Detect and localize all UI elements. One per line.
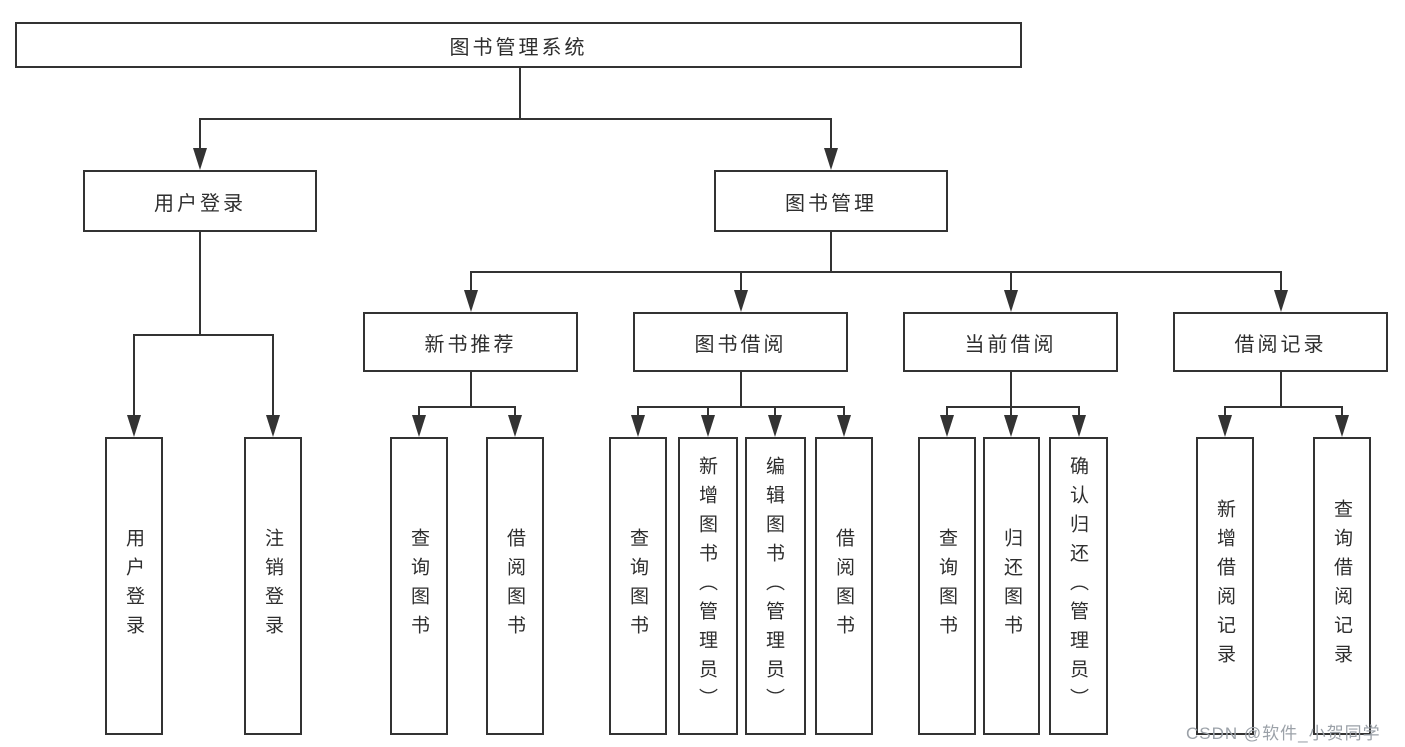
arrow-down-icon: [464, 290, 478, 312]
connector-line: [1224, 406, 1226, 417]
leaf-borrow-books: 借阅图书: [815, 437, 873, 735]
arrow-down-icon: [1004, 290, 1018, 312]
connector-line: [514, 406, 516, 417]
connector-line: [133, 334, 135, 417]
connector-line: [740, 372, 742, 406]
arrow-down-icon: [1218, 415, 1232, 437]
connector-line: [1341, 406, 1343, 417]
connector-line: [133, 334, 274, 336]
arrow-down-icon: [837, 415, 851, 437]
connector-line: [519, 68, 521, 118]
leaf-query-borrow-record: 查询借阅记录: [1313, 437, 1371, 735]
node-book-borrowing: 图书借阅: [633, 312, 848, 372]
arrow-down-icon: [127, 415, 141, 437]
connector-line: [272, 334, 274, 417]
arrow-down-icon: [193, 148, 207, 170]
connector-line: [1224, 406, 1343, 408]
connector-line: [418, 406, 420, 417]
arrow-down-icon: [631, 415, 645, 437]
connector-line: [774, 406, 776, 417]
connector-line: [637, 406, 639, 417]
connector-line: [1010, 372, 1012, 406]
arrow-down-icon: [768, 415, 782, 437]
leaf-query-books-recommend: 查询图书: [390, 437, 448, 735]
connector-line: [707, 406, 709, 417]
arrow-down-icon: [940, 415, 954, 437]
connector-line: [946, 406, 1080, 408]
arrow-down-icon: [824, 148, 838, 170]
leaf-add-books-admin: 新增图书（管理员）: [678, 437, 738, 735]
leaf-user-login: 用户登录: [105, 437, 163, 735]
arrow-down-icon: [266, 415, 280, 437]
connector-line: [470, 372, 472, 406]
node-borrowing-records: 借阅记录: [1173, 312, 1388, 372]
leaf-edit-books-admin: 编辑图书（管理员）: [745, 437, 806, 735]
arrow-down-icon: [734, 290, 748, 312]
node-new-book-recommend: 新书推荐: [363, 312, 578, 372]
node-current-borrowing: 当前借阅: [903, 312, 1118, 372]
leaf-borrow-books-recommend: 借阅图书: [486, 437, 544, 735]
connector-line: [1010, 406, 1012, 417]
node-user-login: 用户登录: [83, 170, 317, 232]
node-book-management: 图书管理: [714, 170, 948, 232]
connector-line: [199, 118, 831, 120]
connector-line: [843, 406, 845, 417]
connector-line: [199, 118, 201, 150]
leaf-query-books-borrowing: 查询图书: [609, 437, 667, 735]
connector-line: [199, 232, 201, 334]
connector-line: [946, 406, 948, 417]
connector-line: [740, 271, 742, 292]
connector-line: [470, 271, 472, 292]
connector-line: [470, 271, 1281, 273]
arrow-down-icon: [1072, 415, 1086, 437]
node-root-library-system: 图书管理系统: [15, 22, 1022, 68]
connector-line: [830, 232, 832, 271]
connector-line: [637, 406, 845, 408]
connector-line: [1280, 271, 1282, 292]
leaf-query-books-current: 查询图书: [918, 437, 976, 735]
connector-line: [418, 406, 516, 408]
connector-line: [1078, 406, 1080, 417]
arrow-down-icon: [1274, 290, 1288, 312]
leaf-confirm-return-admin: 确认归还（管理员）: [1049, 437, 1108, 735]
leaf-add-borrow-record: 新增借阅记录: [1196, 437, 1254, 735]
arrow-down-icon: [1004, 415, 1018, 437]
arrow-down-icon: [508, 415, 522, 437]
leaf-return-books: 归还图书: [983, 437, 1040, 735]
arrow-down-icon: [1335, 415, 1349, 437]
arrow-down-icon: [412, 415, 426, 437]
connector-line: [830, 118, 832, 150]
arrow-down-icon: [701, 415, 715, 437]
connector-line: [1010, 271, 1012, 292]
connector-line: [1280, 372, 1282, 406]
csdn-watermark: CSDN @软件_小贺同学: [1186, 724, 1381, 743]
leaf-logout: 注销登录: [244, 437, 302, 735]
